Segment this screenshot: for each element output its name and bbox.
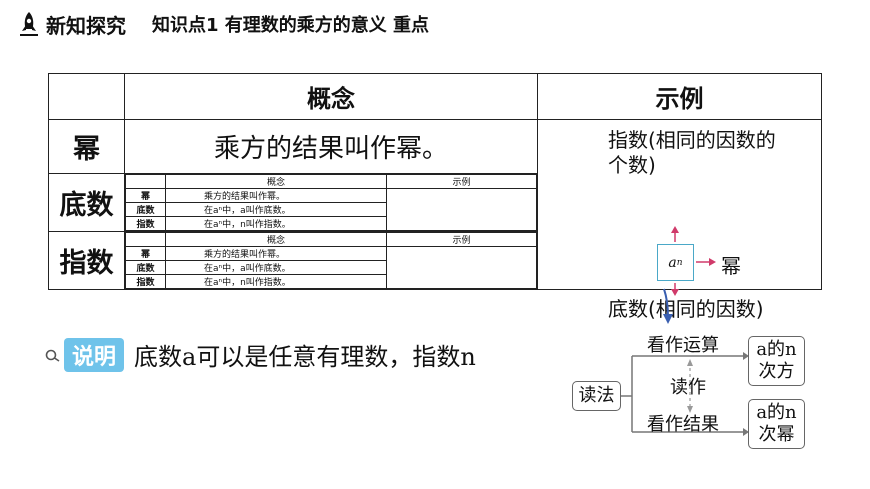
magnifier-icon xyxy=(45,349,60,362)
header: 新知探究 知识点1 有理数的乘方的意义 重点 xyxy=(18,10,429,38)
example-exponent-label: 指数(相同的因数的个数) xyxy=(608,128,776,177)
note-badge: 说明 xyxy=(64,337,125,372)
row-label-exponent: 指数 xyxy=(48,231,125,290)
note-text: 底数a可以是任意有理数，指数n xyxy=(134,343,476,371)
note: 说明 底数a可以是任意有理数，指数n xyxy=(44,337,476,372)
example-base-label: 底数(相同的因数) xyxy=(608,297,764,321)
thumbnail-table-1: 概念示例 幂乘方的结果叫作幂。 底数在aⁿ中，a叫作底数。 指数在aⁿ中，n叫作… xyxy=(124,173,538,232)
section-title: 新知探究 xyxy=(46,13,126,38)
read-method-box: 读法 xyxy=(572,381,621,411)
row-label-base: 底数 xyxy=(48,173,125,232)
example-power-label: 幂 xyxy=(721,254,741,278)
result-box-power-result: a的n 次幂 xyxy=(748,399,805,449)
down-arrow-icon xyxy=(663,288,673,324)
thumbnail-table-2: 概念示例 幂乘方的结果叫作幂。 底数在aⁿ中，a叫作底数。 指数在aⁿ中，n叫作… xyxy=(124,231,538,290)
result-box-power-of: a的n 次方 xyxy=(748,336,805,386)
col-header-example: 示例 xyxy=(537,73,822,120)
topic-title: 知识点1 有理数的乘方的意义 重点 xyxy=(152,15,430,36)
read-as-label: 读作 xyxy=(670,377,706,398)
as-operation-label: 看作运算 xyxy=(647,335,719,356)
rocket-icon xyxy=(20,12,38,36)
as-result-label: 看作结果 xyxy=(647,414,719,435)
example-arrows xyxy=(671,226,716,296)
col-header-concept: 概念 xyxy=(124,73,538,120)
row-label-power: 幂 xyxy=(48,119,125,174)
